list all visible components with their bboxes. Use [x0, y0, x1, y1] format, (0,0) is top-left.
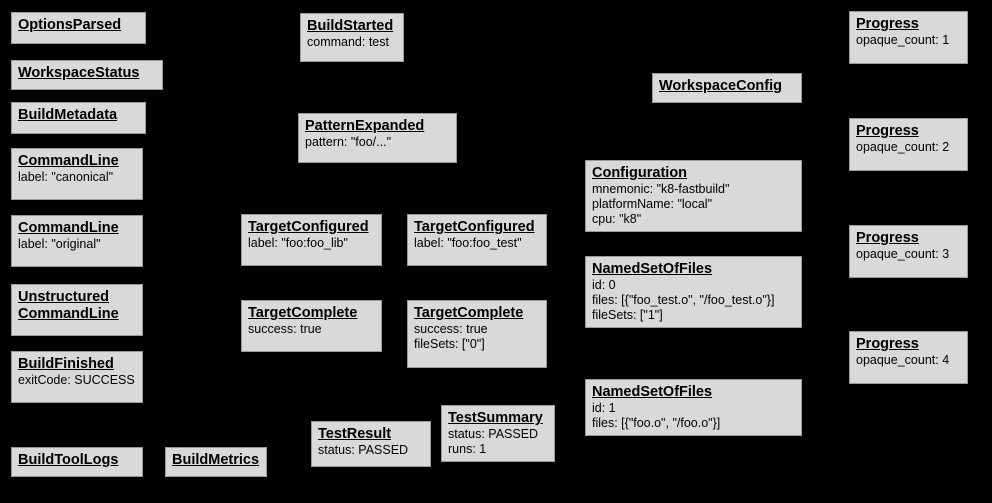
event-node-field: cpu: "k8"	[592, 212, 642, 226]
event-node-title: BuildToolLogs	[18, 452, 119, 468]
event-node-title: CommandLine	[18, 153, 119, 169]
event-node-field: mnemonic: "k8-fastbuild"	[592, 182, 730, 196]
event-node-title: Progress	[856, 16, 919, 32]
event-node-field: opaque_count: 1	[856, 33, 950, 47]
event-node-options-parsed[interactable]: OptionsParsed	[11, 12, 146, 44]
event-node-title: WorkspaceStatus	[18, 65, 140, 81]
event-node-field: id: 0	[592, 278, 616, 292]
event-node-title: CommandLine	[18, 220, 119, 236]
event-node-title: NamedSetOfFiles	[592, 384, 713, 400]
event-node-field: opaque_count: 2	[856, 140, 950, 154]
event-node-workspace-status[interactable]: WorkspaceStatus	[11, 60, 163, 90]
event-node-title: Progress	[856, 123, 919, 139]
event-node-field: fileSets: ["1"]	[592, 308, 663, 322]
event-node-field: success: true	[414, 322, 488, 336]
event-node-title: TargetConfigured	[248, 219, 369, 235]
event-node-field: label: "foo:foo_test"	[414, 236, 522, 250]
event-node-field: files: [{"foo.o", "/foo.o"}]	[592, 416, 721, 430]
event-node-title: BuildMetrics	[172, 452, 260, 468]
event-node-build-metrics[interactable]: BuildMetrics	[165, 447, 267, 477]
event-node-field: runs: 1	[448, 442, 487, 456]
event-node-title: BuildFinished	[18, 356, 114, 372]
event-node-title: TargetComplete	[414, 305, 524, 321]
event-node-title: Configuration	[592, 165, 688, 181]
event-node-field: platformName: "local"	[592, 197, 713, 211]
event-node-field: label: "foo:foo_lib"	[248, 236, 348, 250]
event-node-field: opaque_count: 4	[856, 353, 950, 367]
event-node-title: PatternExpanded	[305, 118, 425, 134]
event-node-workspace-config[interactable]: WorkspaceConfig	[652, 73, 802, 103]
event-node-build-tool-logs[interactable]: BuildToolLogs	[11, 447, 143, 477]
event-node-title: NamedSetOfFiles	[592, 261, 713, 277]
event-node-title: Unstructured	[18, 289, 110, 305]
event-node-field: command: test	[307, 35, 389, 49]
event-node-title: TargetConfigured	[414, 219, 535, 235]
event-node-title: Progress	[856, 230, 919, 246]
event-node-field: fileSets: ["0"]	[414, 337, 485, 351]
event-node-title: CommandLine	[18, 306, 119, 322]
event-node-title: BuildMetadata	[18, 107, 118, 123]
event-node-field: success: true	[248, 322, 322, 336]
event-node-title: TargetComplete	[248, 305, 358, 321]
event-node-field: id: 1	[592, 401, 616, 415]
event-node-title: OptionsParsed	[18, 17, 122, 33]
event-node-field: pattern: "foo/..."	[305, 135, 392, 149]
event-node-title: TestResult	[318, 426, 392, 442]
event-node-title: TestSummary	[448, 410, 543, 426]
event-node-field: files: [{"foo_test.o", "/foo_test.o"}]	[592, 293, 775, 307]
event-node-field: status: PASSED	[448, 427, 539, 441]
event-node-field: opaque_count: 3	[856, 247, 950, 261]
event-node-field: status: PASSED	[318, 443, 409, 457]
event-node-build-metadata[interactable]: BuildMetadata	[11, 102, 146, 134]
event-node-field: label: "original"	[18, 237, 101, 251]
event-node-title: Progress	[856, 336, 919, 352]
event-node-field: exitCode: SUCCESS	[18, 373, 135, 387]
event-node-field: label: "canonical"	[18, 170, 114, 184]
event-node-title: BuildStarted	[307, 18, 394, 34]
event-node-title: WorkspaceConfig	[659, 78, 783, 94]
